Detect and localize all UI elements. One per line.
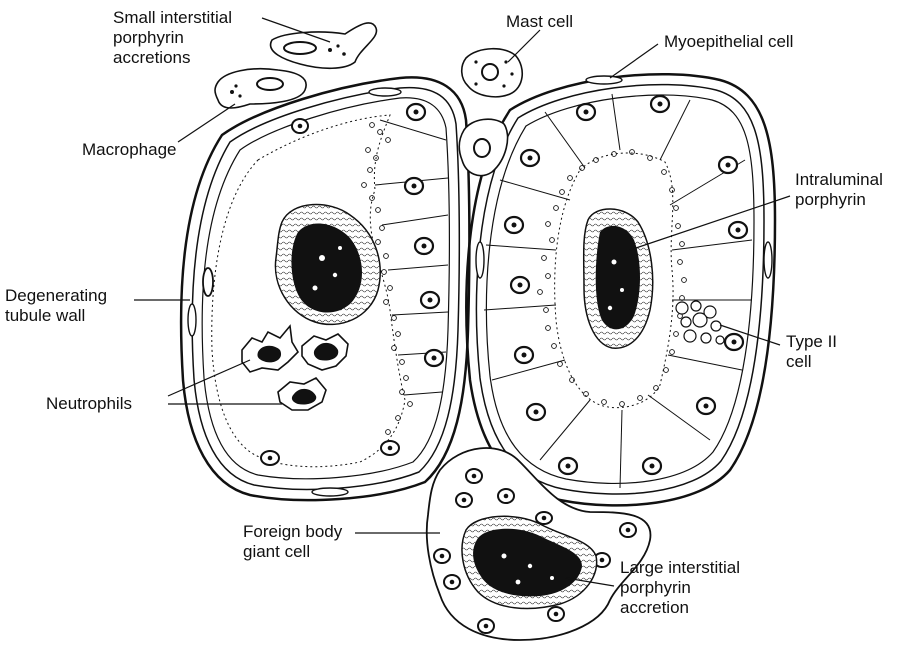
- label-foreign-body-giant-cell-line-1: Foreign body: [243, 522, 342, 542]
- label-mast-cell-line-1: Mast cell: [506, 12, 573, 32]
- label-small-interstitial: Small interstitial porphyrin accretions: [113, 8, 232, 68]
- label-macrophage-line-1: Macrophage: [82, 140, 177, 160]
- label-type-ii-cell-line-2: cell: [786, 352, 837, 372]
- small-interstitial-accretion-cell: [271, 23, 377, 68]
- leader-macrophage: [178, 104, 235, 142]
- label-intraluminal-porphyrin: Intraluminal porphyrin: [795, 170, 883, 210]
- leader-mast-cell: [508, 30, 540, 62]
- foreign-body-giant-cell: [427, 448, 651, 640]
- label-neutrophils: Neutrophils: [46, 394, 132, 414]
- label-myoepithelial-cell: Myoepithelial cell: [664, 32, 793, 52]
- label-myoepithelial-cell-line-1: Myoepithelial cell: [664, 32, 793, 52]
- label-macrophage: Macrophage: [82, 140, 177, 160]
- label-foreign-body-giant-cell-line-2: giant cell: [243, 542, 342, 562]
- label-large-interstitial-line-2: porphyrin: [620, 578, 740, 598]
- label-degenerating-tubule-wall-line-2: tubule wall: [5, 306, 107, 326]
- left-tubule: [181, 77, 469, 500]
- mast-cell: [462, 49, 523, 97]
- label-type-ii-cell-line-1: Type II: [786, 332, 837, 352]
- neutrophils-cluster: [242, 326, 348, 410]
- label-degenerating-tubule-wall-line-1: Degenerating: [5, 286, 107, 306]
- label-neutrophils-line-1: Neutrophils: [46, 394, 132, 414]
- label-large-interstitial-line-3: accretion: [620, 598, 740, 618]
- leader-neutrophils-1: [168, 360, 250, 396]
- leader-intraluminal: [630, 196, 790, 250]
- label-large-interstitial: Large interstitial porphyrin accretion: [620, 558, 740, 618]
- label-type-ii-cell: Type II cell: [786, 332, 837, 372]
- type-ii-cell-vacuoles: [676, 301, 724, 344]
- intraluminal-porphyrin-accretion: [584, 209, 653, 348]
- label-intraluminal-porphyrin-line-1: Intraluminal: [795, 170, 883, 190]
- label-foreign-body-giant-cell: Foreign body giant cell: [243, 522, 342, 562]
- label-intraluminal-porphyrin-line-2: porphyrin: [795, 190, 883, 210]
- label-small-interstitial-line-2: porphyrin: [113, 28, 232, 48]
- label-degenerating-tubule-wall: Degenerating tubule wall: [5, 286, 107, 326]
- leader-myoepithelial: [610, 44, 658, 78]
- label-large-interstitial-line-1: Large interstitial: [620, 558, 740, 578]
- right-tubule: [466, 74, 775, 505]
- label-small-interstitial-line-3: accretions: [113, 48, 232, 68]
- left-porphyrin-accretion: [275, 205, 380, 325]
- label-mast-cell: Mast cell: [506, 12, 573, 32]
- interstitial-cell-small: [459, 119, 507, 175]
- label-small-interstitial-line-1: Small interstitial: [113, 8, 232, 28]
